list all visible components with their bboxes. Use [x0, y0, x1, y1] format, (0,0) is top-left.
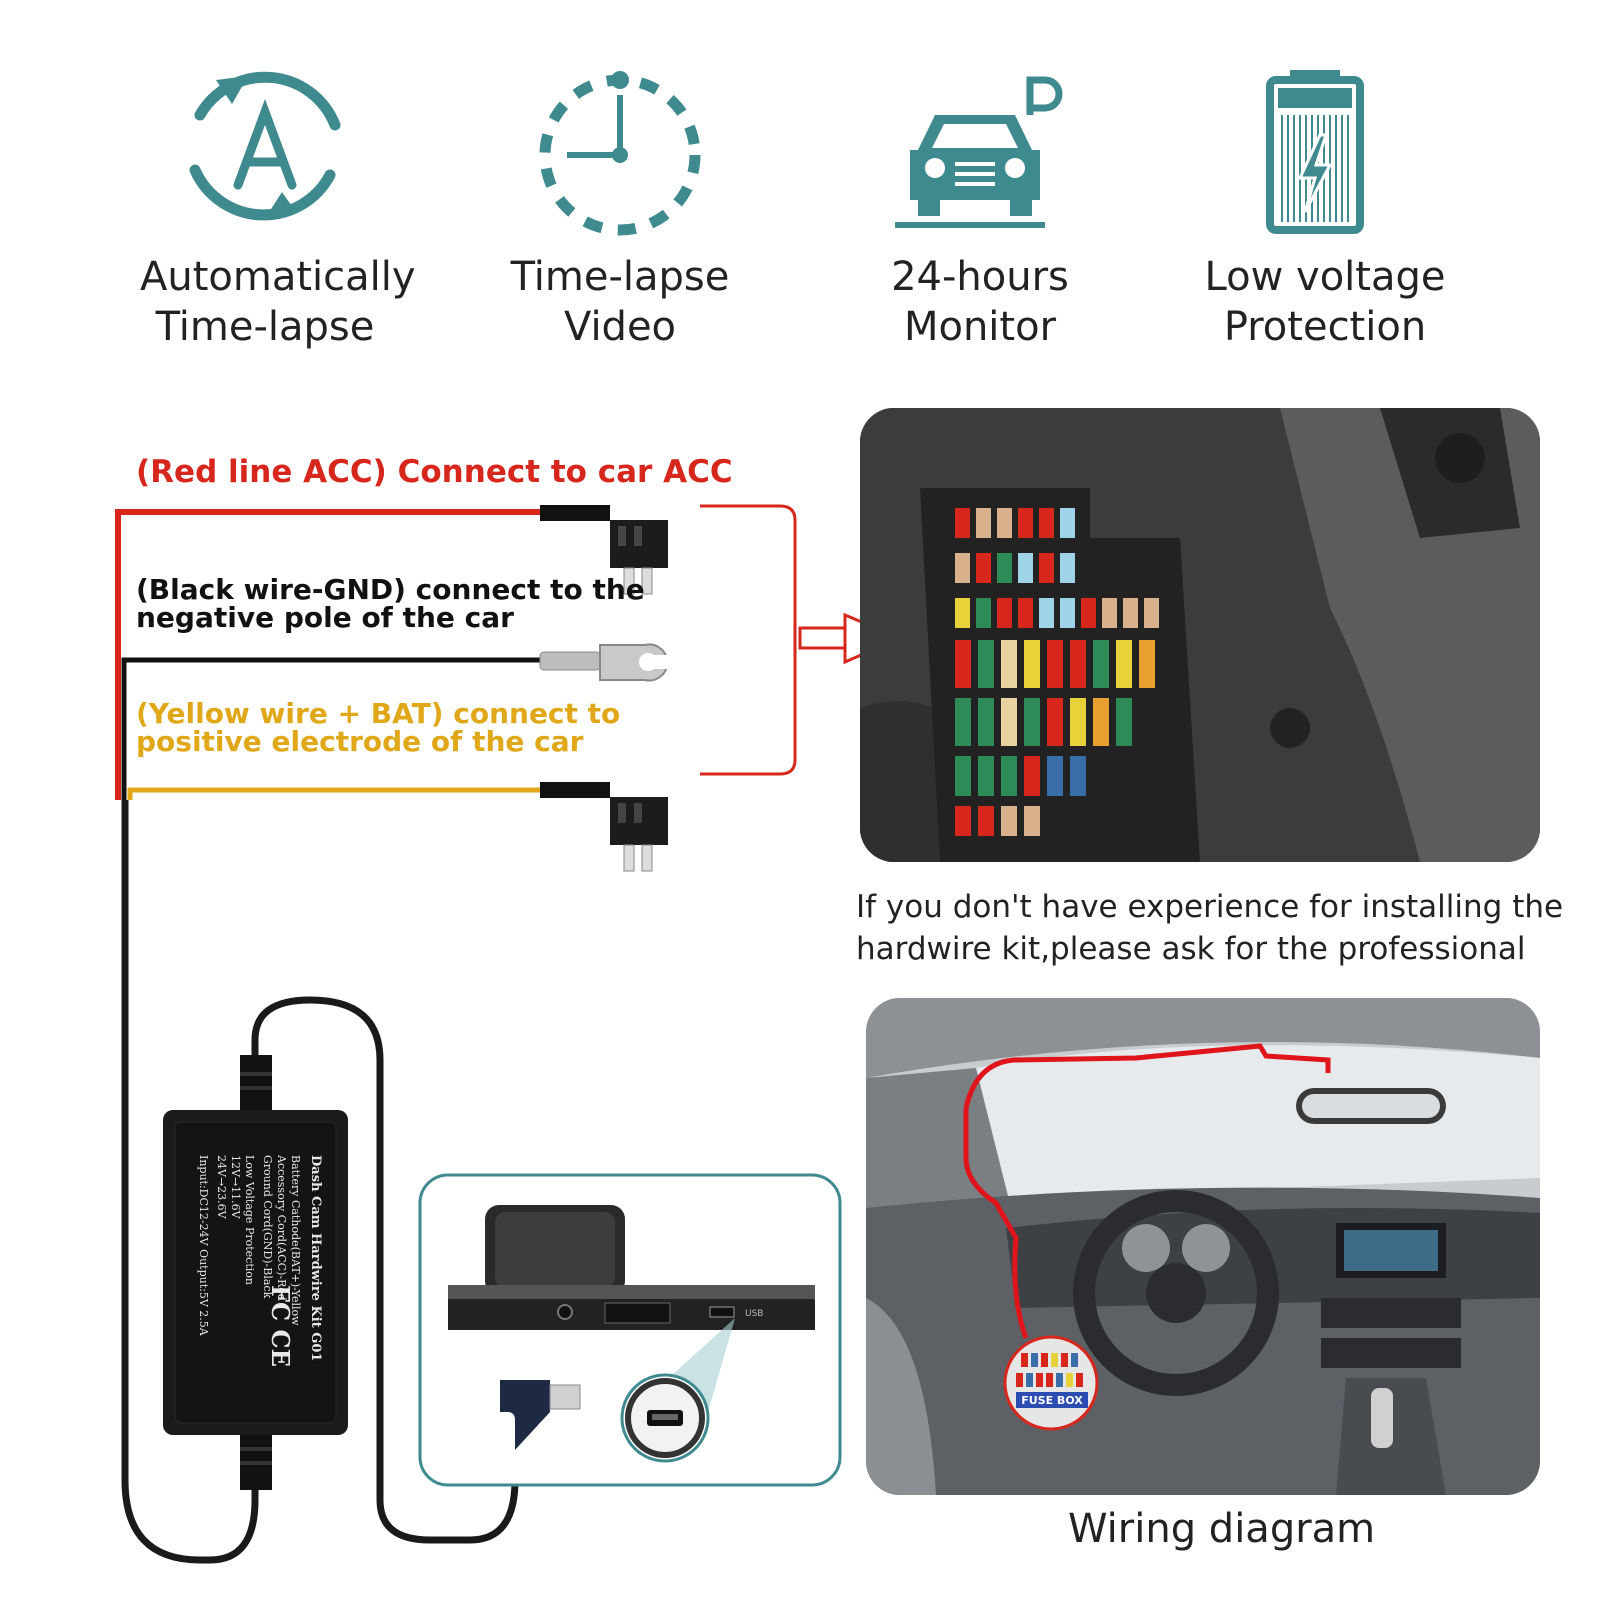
dashcam-device: USB	[448, 1205, 815, 1330]
car-interior-photo: FUSE BOX	[866, 998, 1540, 1495]
acc-wire-label: (Red line ACC) Connect to car ACC	[136, 454, 733, 490]
module-24v: 24V→23.6V	[215, 1155, 228, 1220]
output-cable	[251, 996, 519, 1544]
battery-bolt-icon	[1266, 70, 1364, 234]
auto-rotate-a-icon	[189, 71, 341, 221]
main-cable	[121, 800, 259, 1564]
mini-usb-plug	[500, 1380, 581, 1450]
fuse-box-badge-label: FUSE BOX	[1021, 1394, 1083, 1407]
feature-auto-timelapse: Automatically Time-lapse	[140, 252, 416, 352]
feature-line1: Low voltage	[1204, 254, 1446, 300]
connection-bracket	[700, 504, 797, 776]
feature-timelapse-video: Time-lapse Video	[495, 252, 745, 352]
dashed-clock-icon	[539, 71, 701, 236]
fuse-grid	[955, 508, 1159, 836]
bat-wire-line1: (Yellow wire + BAT) connect to	[136, 697, 621, 730]
bat-wire-line2: positive electrode of the car	[136, 725, 584, 758]
fuse-badge-grid	[1016, 1353, 1083, 1387]
feature-24h-monitor: 24-hours Monitor	[855, 252, 1105, 352]
red-acc-wire	[115, 509, 540, 800]
gnd-ring-terminal	[539, 643, 673, 682]
install-note: If you don't have experience for install…	[856, 886, 1563, 970]
feature-line2: Monitor	[903, 304, 1057, 350]
module-label: Dash Cam Hardwire Kit G01 Battery Cathod…	[197, 1154, 323, 1367]
feature-line2: Protection	[1223, 304, 1427, 350]
install-note-line1: If you don't have experience for install…	[856, 889, 1564, 925]
gnd-wire-line1: (Black wire-GND) connect to the	[136, 573, 645, 606]
feature-line1: Time-lapse	[510, 254, 730, 300]
feature-line2: Time-lapse	[155, 304, 375, 350]
routing-wire	[963, 1043, 1331, 1339]
acc-fuse-tap	[540, 505, 668, 595]
yellow-bat-wire	[127, 787, 540, 800]
wiring-diagram-caption: Wiring diagram	[1068, 1506, 1376, 1552]
hardwire-module	[163, 1055, 348, 1490]
black-gnd-wire	[121, 657, 540, 800]
feature-line2: Video	[563, 304, 677, 350]
bat-wire-label: (Yellow wire + BAT) connect to positive …	[136, 700, 620, 756]
feature-line1: Automatically	[140, 254, 416, 300]
bat-fuse-tap	[540, 782, 668, 872]
parked-car-icon	[895, 76, 1063, 228]
acc-wire-text: (Red line ACC) Connect to car ACC	[136, 454, 733, 490]
feature-low-voltage: Low voltage Protection	[1190, 252, 1460, 352]
module-title: Dash Cam Hardwire Kit G01	[308, 1155, 323, 1361]
install-note-line2: hardwire kit,please ask for the professi…	[856, 931, 1526, 967]
module-gnd: Ground Cord(GND)-Black	[261, 1155, 274, 1299]
gnd-wire-line2: negative pole of the car	[136, 601, 514, 634]
fuse-box-photo	[860, 408, 1540, 862]
module-acc: Accessory Cord(ACC)-Red	[275, 1154, 288, 1301]
module-io: Input:DC12-24V Output:5V 2.5A	[197, 1155, 210, 1337]
module-certs: FC CE	[266, 1285, 295, 1367]
module-12v: 12V→11.6V	[229, 1155, 242, 1220]
module-bat: Battery Cathode(BAT+)-Yellow	[289, 1155, 302, 1326]
module-lvp: Low Voltage Protection	[243, 1155, 256, 1285]
feature-icons	[189, 70, 1364, 236]
usb-port-label: USB	[745, 1309, 763, 1319]
gnd-wire-label: (Black wire-GND) connect to the negative…	[136, 576, 645, 632]
feature-line1: 24-hours	[891, 254, 1069, 300]
